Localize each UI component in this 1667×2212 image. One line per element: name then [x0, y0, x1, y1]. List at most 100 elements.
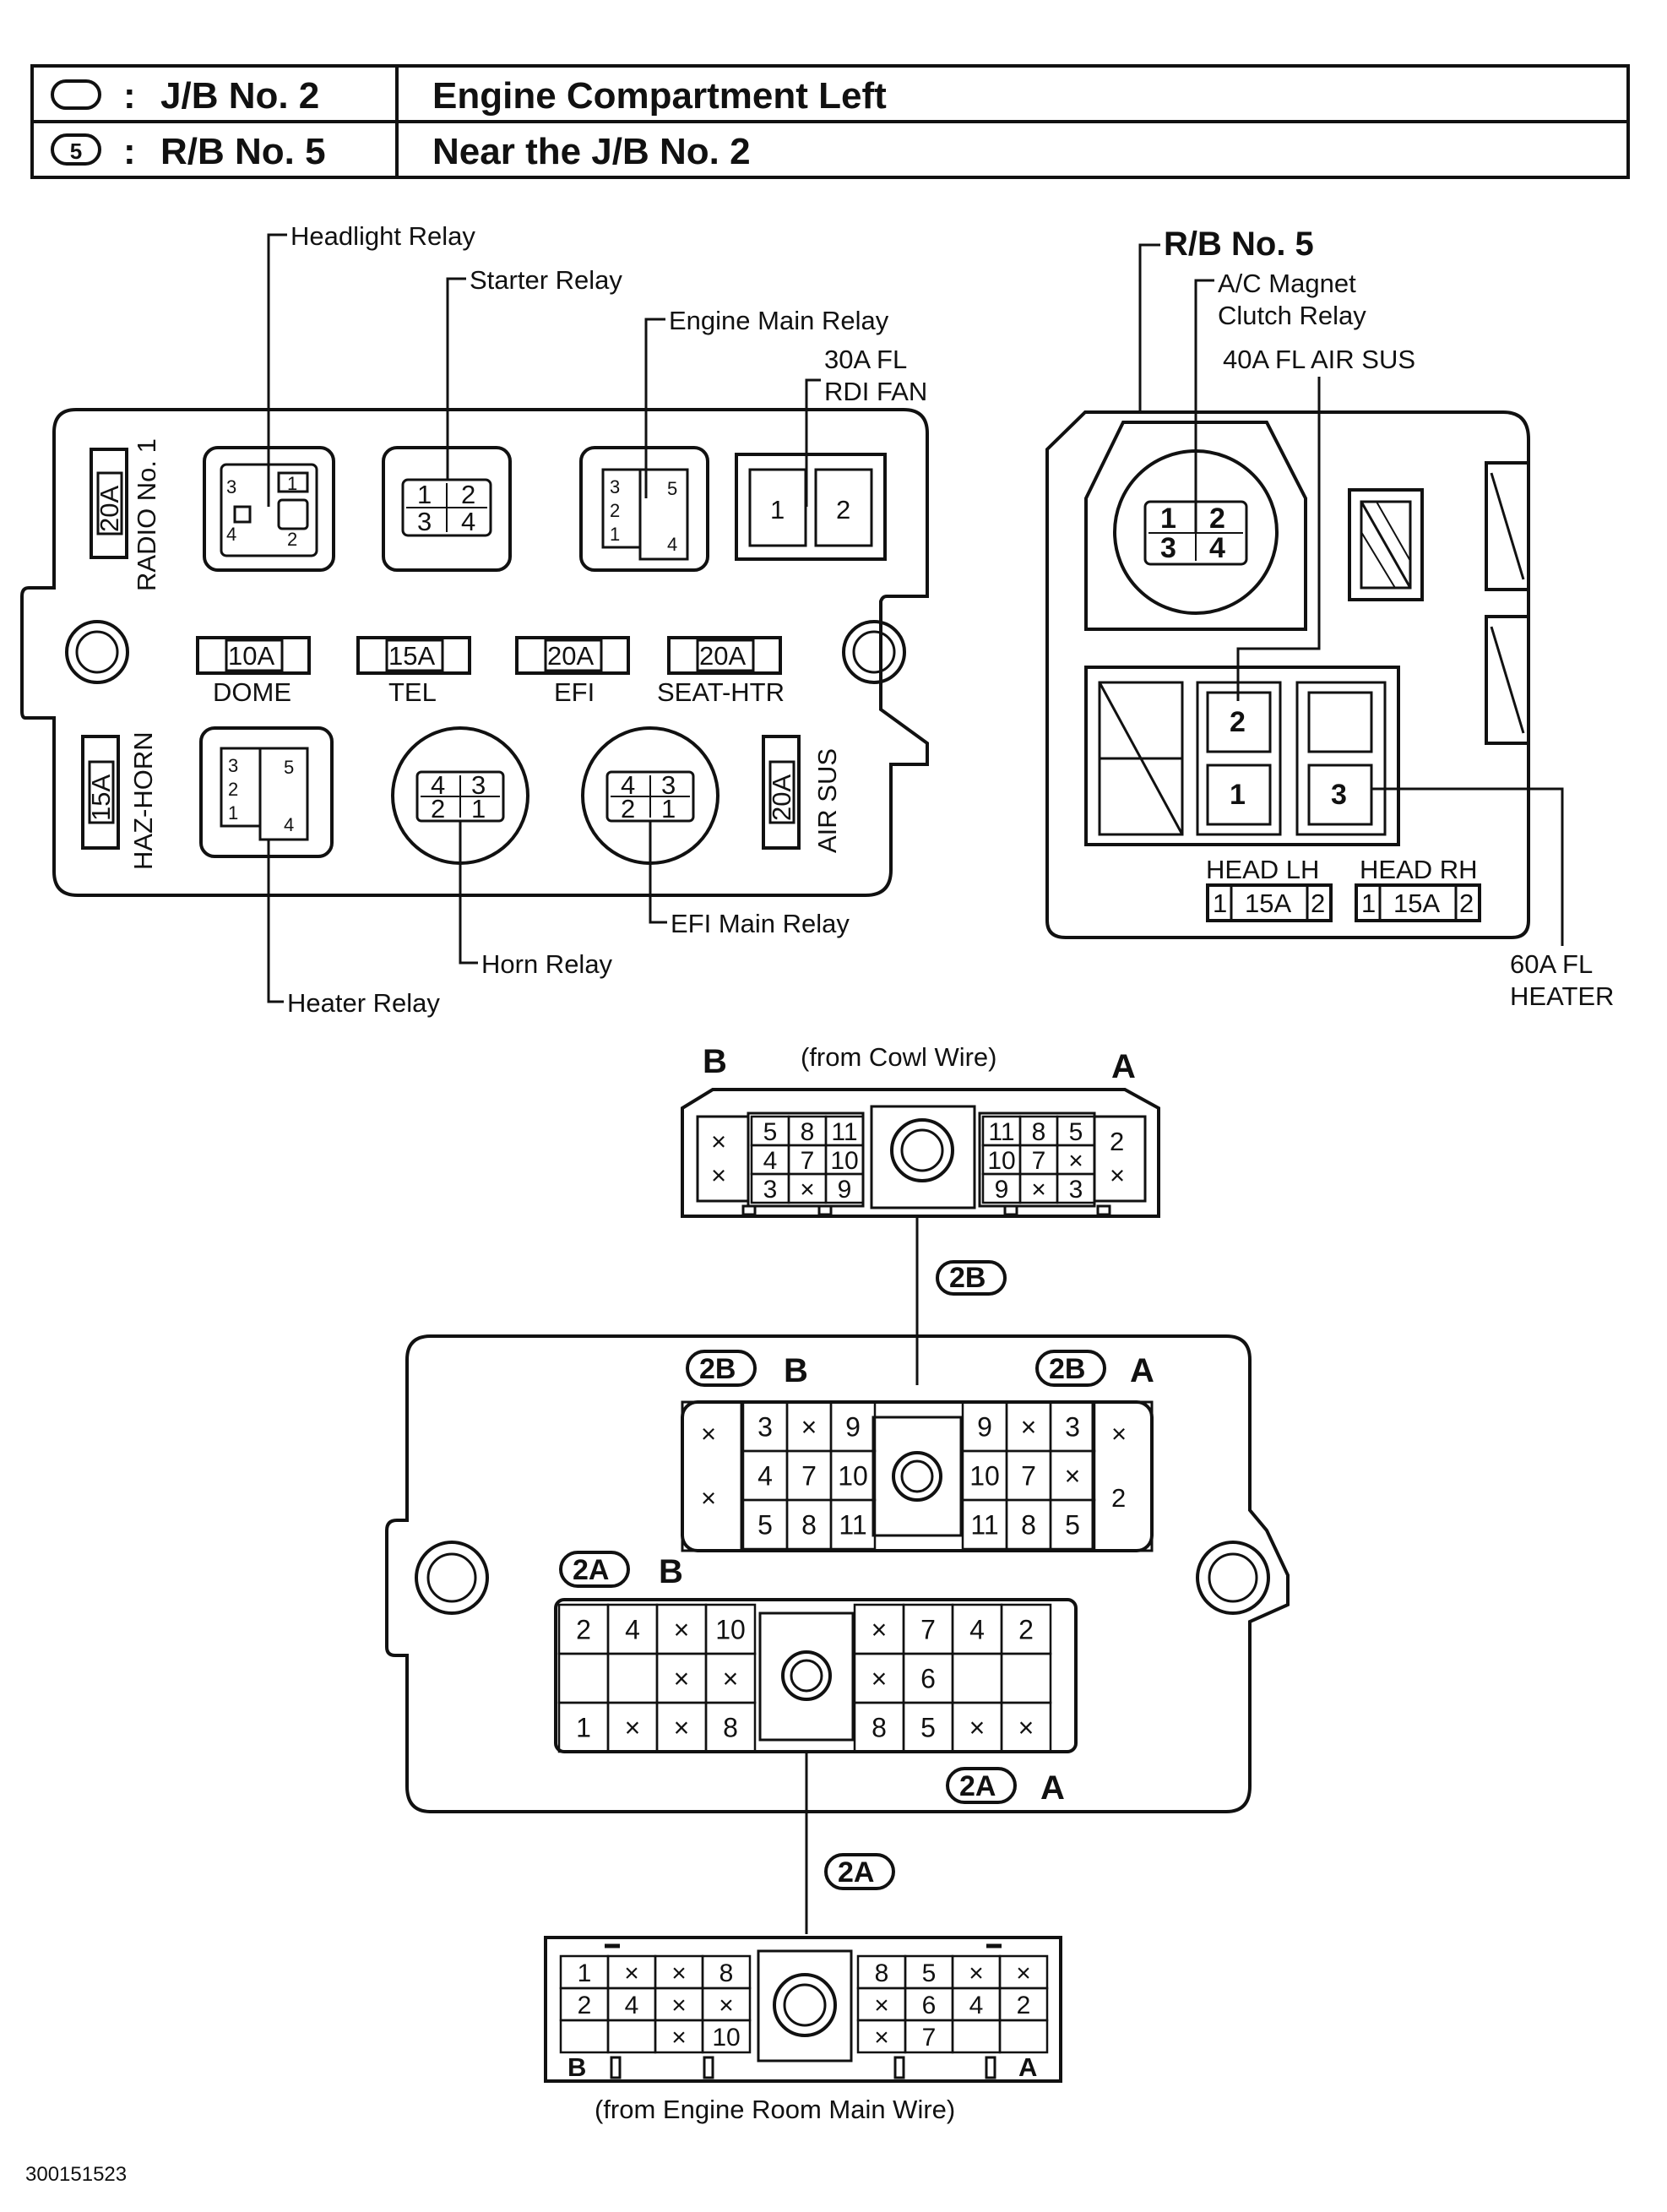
spare-fuse-top — [1485, 461, 1530, 591]
starter-pin: 3 — [417, 507, 432, 536]
rb5-title: R/B No. 5 — [1164, 226, 1314, 263]
fuse-haz-amp: 15A — [86, 774, 116, 821]
engine-label-b: B — [567, 2052, 586, 2082]
pin-label: 11 — [831, 1118, 857, 1146]
pin-label: 5 — [920, 1713, 936, 1743]
head-lh-pin-2: 2 — [1311, 889, 1325, 918]
engine-tag: 2A — [838, 1856, 874, 1889]
horn-pin: 4 — [431, 770, 445, 800]
head-rh-amp: 15A — [1393, 889, 1440, 918]
engine-label-a: A — [1018, 2052, 1037, 2082]
fan-pin: 2 — [836, 495, 850, 524]
starter-pin: 1 — [417, 480, 432, 509]
fuse-dome: 10A DOME — [196, 636, 311, 707]
pin-label: 4 — [625, 1615, 640, 1645]
pin-label: 5 — [763, 1118, 778, 1146]
pin-label: 1 — [576, 1713, 591, 1743]
callout-starter-relay: Starter Relay — [470, 265, 622, 295]
starter-pin: 2 — [461, 480, 475, 509]
pin-label: 7 — [920, 1615, 936, 1645]
pin-label: × — [1018, 1713, 1034, 1743]
cowl-label-a: A — [1111, 1048, 1136, 1085]
heater-pin: 3 — [228, 755, 238, 776]
rb5-ac-line2: Clutch Relay — [1218, 301, 1366, 330]
rb5-heater-name: HEATER — [1510, 981, 1614, 1011]
pin-label: × — [625, 1713, 641, 1743]
pin-label: 7 — [801, 1147, 815, 1175]
cowl-tag: 2B — [949, 1262, 986, 1294]
engine-title: (from Engine Room Main Wire) — [595, 2095, 955, 2124]
pin-label: 8 — [872, 1713, 887, 1743]
pin-label: 3 — [757, 1412, 773, 1443]
headlight-pin: 2 — [287, 529, 297, 550]
pin-cell — [606, 2019, 657, 2054]
pin-label: 10 — [987, 1147, 1015, 1175]
pin-label: 9 — [977, 1412, 992, 1443]
rb5-ac-line1: A/C Magnet — [1218, 269, 1356, 298]
pin-label: × — [671, 2024, 687, 2052]
pin-label: × — [874, 1992, 889, 2019]
fuse-haz-name: HAZ-HORN — [128, 731, 158, 870]
pin-label: 11 — [839, 1510, 866, 1541]
ac-pin: 2 — [1209, 503, 1225, 535]
pin-cell — [1049, 1498, 1096, 1551]
pin-label: 1 — [578, 1959, 592, 1987]
face-mount-hole-right — [1196, 1541, 1270, 1615]
pin-label: 4 — [969, 1615, 985, 1645]
head-rh-pin-1: 1 — [1361, 889, 1376, 918]
pin-cell — [824, 1172, 865, 1204]
pin-label: 4 — [763, 1147, 778, 1175]
pin-label: 9 — [838, 1176, 852, 1204]
pin-label: × — [1021, 1412, 1037, 1443]
pin-label: 7 — [1021, 1461, 1036, 1492]
cowl-cell: × — [711, 1160, 726, 1190]
pin-label: 8 — [801, 1510, 817, 1541]
fuse-efi: 20A EFI — [515, 636, 630, 707]
pin-label: × — [671, 1992, 687, 2019]
engine-main-relay — [579, 446, 709, 572]
header-location-jb2: Engine Compartment Left — [432, 75, 887, 117]
fuse-tel-name: TEL — [388, 677, 437, 707]
header-colon-2: : — [123, 131, 136, 172]
pin-cell — [704, 1701, 757, 1753]
header-colon: : — [123, 75, 136, 117]
face-2a-tag-a: 2A — [959, 1770, 996, 1802]
face-cell: 2 — [1111, 1483, 1126, 1513]
heater-pin: 5 — [284, 757, 294, 778]
fuse-air-sus-amp: 20A — [767, 774, 796, 821]
head-rh-pin-2: 2 — [1459, 889, 1474, 918]
callout-engine-main-relay: Engine Main Relay — [669, 306, 889, 335]
pin-label: × — [874, 2024, 889, 2052]
pin-label: × — [719, 1992, 734, 2019]
fuse-seat-htr: 20A SEAT-HTR — [657, 636, 785, 707]
pin-cell — [606, 1652, 659, 1704]
pin-cell — [559, 2019, 610, 2054]
callout-efi-main-relay: EFI Main Relay — [671, 909, 850, 938]
pin-label: 4 — [625, 1992, 639, 2019]
pin-label: 2 — [1018, 1615, 1034, 1645]
pin-label: × — [671, 1959, 687, 1987]
pin-label: × — [800, 1176, 815, 1204]
pin-label: 2 — [578, 1992, 592, 2019]
footer-code: 300151523 — [25, 2163, 127, 2186]
pin-label: 5 — [922, 1959, 937, 1987]
face-2b-b: B — [784, 1352, 808, 1389]
face-cell: × — [701, 1483, 716, 1513]
efi-pin: 4 — [621, 770, 635, 800]
fuse-tel: 15A TEL — [356, 636, 471, 707]
fuse-air-sus-name: AIR SUS — [812, 748, 842, 853]
cowl-title: (from Cowl Wire) — [801, 1042, 997, 1072]
fuse-seat-htr-name: SEAT-HTR — [657, 677, 785, 707]
pin-cell — [998, 2019, 1049, 2054]
pin-label: 10 — [715, 1615, 746, 1645]
fuse-head-rh — [1355, 883, 1481, 922]
fuse-radio-name: RADIO No. 1 — [132, 438, 161, 591]
large-fusible-block — [1084, 666, 1400, 846]
pin-label: × — [1031, 1176, 1046, 1204]
